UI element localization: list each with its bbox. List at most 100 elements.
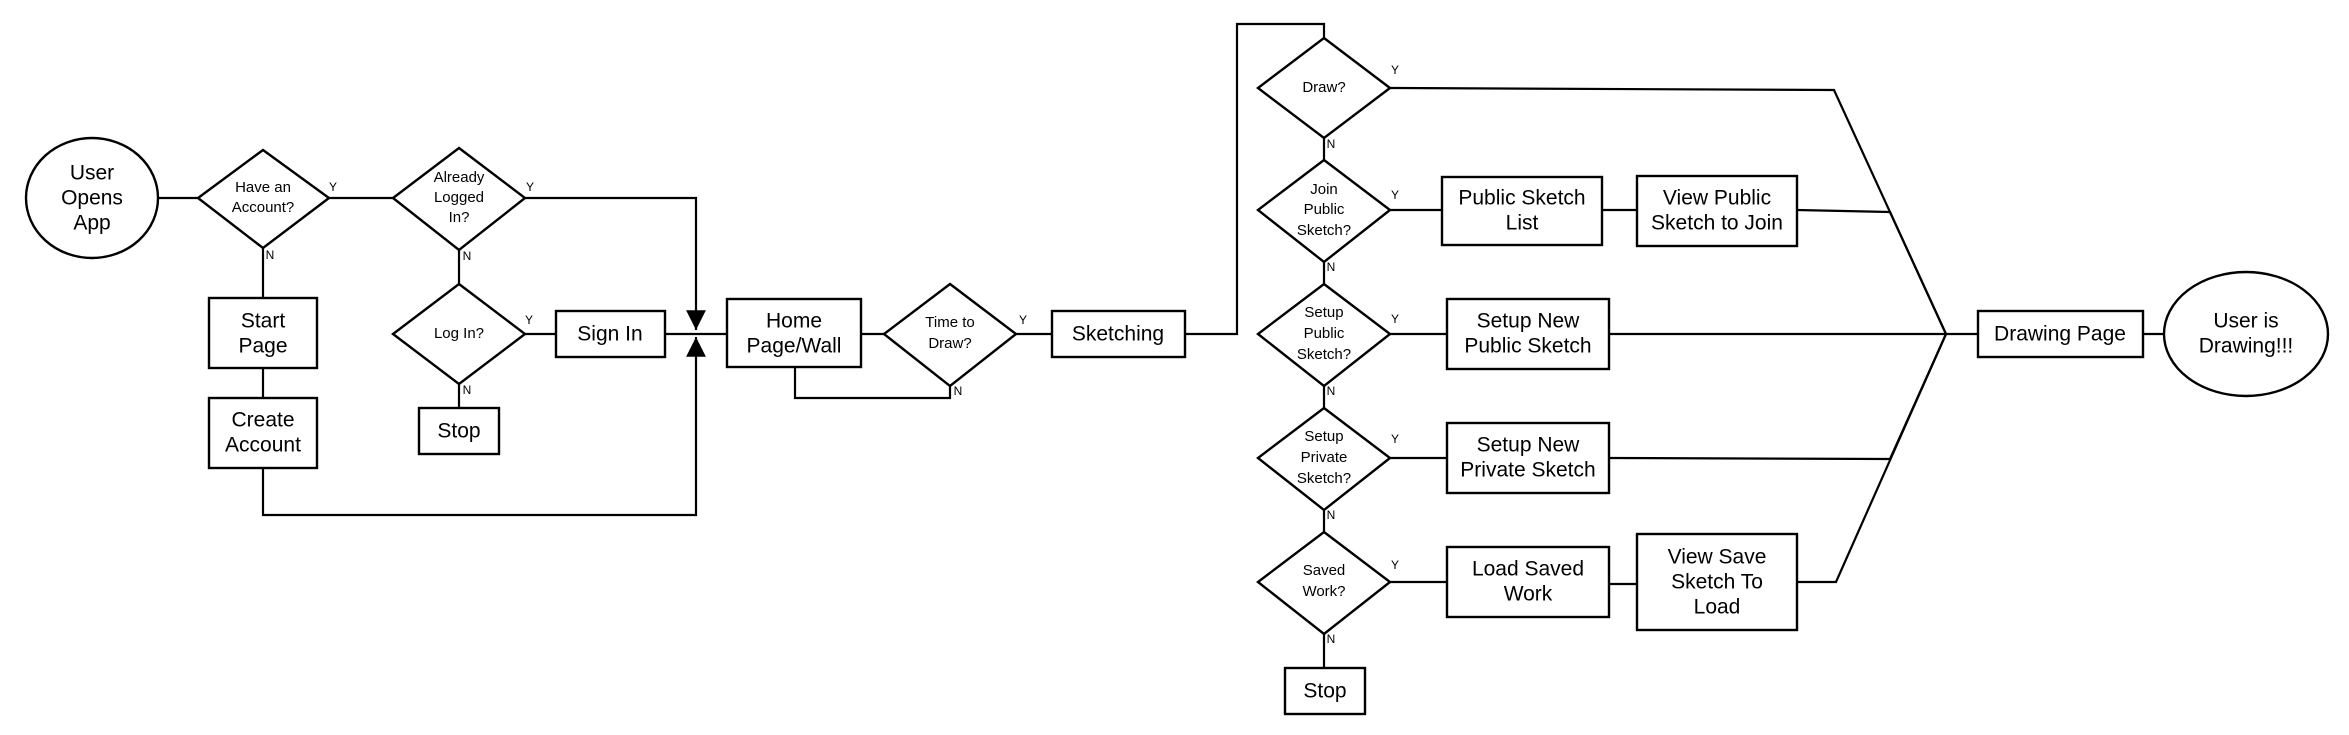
label-already-logged-in-yes: Y — [526, 180, 534, 194]
node-start-page — [207, 296, 319, 370]
label-view-save-sketch-3: Load — [1694, 596, 1741, 619]
label-sign-in: Sign In — [577, 323, 642, 346]
label-setup-private-no: N — [1327, 508, 1336, 522]
label-user-opens-app-3: App — [73, 212, 110, 235]
label-join-public-3: Sketch? — [1297, 222, 1351, 239]
node-setup-new-public — [1445, 297, 1611, 371]
label-draw-yes: Y — [1391, 63, 1399, 77]
label-already-logged-in-no: N — [463, 249, 472, 263]
node-sketching — [1050, 309, 1187, 359]
node-view-public-sketch — [1635, 174, 1799, 248]
label-stop-sketch: Stop — [1303, 680, 1346, 703]
node-user-opens-app — [24, 136, 160, 260]
label-start-page-1: Start — [241, 310, 286, 333]
label-join-public-no: N — [1327, 260, 1336, 274]
edge-view-save-to-merge — [1797, 333, 1948, 584]
shapes — [24, 36, 2330, 716]
node-user-is-drawing — [2162, 270, 2330, 398]
label-user-opens-app-2: Opens — [61, 187, 123, 210]
label-time-to-draw-1: Time to — [925, 314, 974, 331]
edge-view-public-to-merge — [1796, 208, 1947, 335]
label-have-account-no: N — [266, 248, 275, 262]
node-draw — [1256, 36, 1392, 140]
edge-sketching-to-draw — [1185, 22, 1326, 336]
edge-logged-in-yes — [525, 196, 706, 330]
label-time-to-draw-no: N — [954, 384, 963, 398]
node-public-sketch-list — [1440, 175, 1604, 247]
label-stop-login: Stop — [437, 420, 480, 443]
label-draw: Draw? — [1302, 79, 1345, 96]
label-setup-new-public-1: Setup New — [1477, 310, 1581, 333]
label-already-logged-in-3: In? — [449, 209, 470, 226]
node-log-in — [391, 282, 527, 386]
label-setup-private-yes: Y — [1391, 432, 1399, 446]
label-drawing-page: Drawing Page — [1994, 323, 2126, 346]
label-setup-public-3: Sketch? — [1297, 346, 1351, 363]
node-load-saved-work — [1445, 545, 1611, 619]
label-saved-work-2: Work? — [1302, 583, 1345, 600]
label-view-save-sketch-2: Sketch To — [1671, 571, 1763, 594]
label-have-account-2: Account? — [232, 199, 295, 216]
label-draw-no: N — [1327, 137, 1336, 151]
label-user-opens-app-1: User — [70, 162, 114, 185]
label-view-public-sketch-2: Sketch to Join — [1651, 212, 1783, 235]
node-home-page — [725, 297, 863, 369]
label-user-is-drawing-1: User is — [2213, 310, 2278, 333]
label-load-saved-work-1: Load Saved — [1472, 558, 1584, 581]
node-saved-work — [1256, 530, 1392, 636]
node-stop-sketch — [1283, 666, 1367, 716]
label-already-logged-in-1: Already — [434, 169, 485, 186]
label-public-sketch-list-1: Public Sketch — [1458, 187, 1585, 210]
label-have-account-1: Have an — [235, 179, 291, 196]
label-setup-private-3: Sketch? — [1297, 470, 1351, 487]
node-stop-login — [417, 406, 501, 456]
label-create-account-2: Account — [225, 434, 301, 457]
label-log-in-yes: Y — [525, 313, 533, 327]
label-start-page-2: Page — [238, 335, 287, 358]
edge-new-private-to-merge — [1608, 333, 1948, 461]
node-view-save-sketch — [1635, 532, 1799, 632]
label-home-page-1: Home — [766, 310, 822, 333]
label-setup-private-2: Private — [1301, 449, 1348, 466]
label-create-account-1: Create — [231, 409, 294, 432]
label-view-save-sketch-1: View Save — [1668, 546, 1767, 569]
label-setup-new-private-1: Setup New — [1477, 434, 1581, 457]
node-sign-in — [554, 309, 667, 359]
edge-labels: Y N Y N Y N Y N Y N Y N Y N Y N Y N — [266, 63, 1399, 646]
label-setup-public-yes: Y — [1391, 312, 1399, 326]
node-join-public — [1256, 158, 1392, 264]
label-already-logged-in-2: Logged — [434, 189, 484, 206]
node-have-account — [196, 148, 332, 250]
edge-time-no-loop — [793, 367, 952, 400]
label-time-to-draw-yes: Y — [1019, 313, 1027, 327]
label-public-sketch-list-2: List — [1506, 212, 1539, 235]
label-join-public-2: Public — [1304, 201, 1345, 218]
label-saved-work-no: N — [1327, 632, 1336, 646]
label-setup-private-1: Setup — [1304, 428, 1343, 445]
label-setup-public-2: Public — [1304, 325, 1345, 342]
node-already-logged-in — [391, 146, 527, 252]
node-setup-public — [1256, 282, 1392, 388]
label-join-public-yes: Y — [1391, 188, 1399, 202]
label-join-public-1: Join — [1310, 181, 1338, 198]
label-home-page-2: Page/Wall — [747, 335, 842, 358]
node-setup-new-private — [1445, 421, 1611, 495]
label-time-to-draw-2: Draw? — [928, 335, 971, 352]
label-setup-public-1: Setup — [1304, 304, 1343, 321]
label-log-in: Log In? — [434, 325, 484, 342]
label-load-saved-work-2: Work — [1504, 583, 1553, 606]
label-setup-public-no: N — [1327, 384, 1336, 398]
node-drawing-page — [1976, 309, 2145, 359]
label-sketching: Sketching — [1072, 323, 1164, 346]
connectors — [158, 22, 2164, 668]
label-saved-work-yes: Y — [1391, 558, 1399, 572]
node-labels: User Opens App Have an Account? Already … — [61, 79, 2293, 703]
node-create-account — [207, 396, 319, 470]
label-setup-new-private-2: Private Sketch — [1460, 459, 1595, 482]
label-log-in-no: N — [463, 383, 472, 397]
edge-create-to-home-arrow — [261, 337, 706, 517]
node-time-to-draw — [882, 282, 1018, 388]
label-setup-new-public-2: Public Sketch — [1464, 335, 1591, 358]
node-setup-private — [1256, 406, 1392, 512]
